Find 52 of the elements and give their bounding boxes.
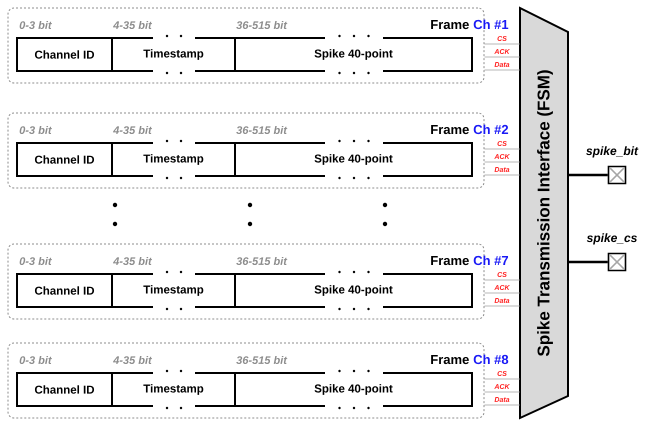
field-box: Timestamp: [111, 370, 236, 410]
node-label: Spike 40-point: [314, 384, 393, 395]
node-label: Spike 40-point: [314, 49, 393, 60]
frame-box: [8, 8, 508, 84]
output-pin: [586, 233, 637, 272]
frame-box: [8, 342, 508, 418]
field-box: Timestamp: [111, 270, 236, 310]
field-box: Channel ID: [16, 36, 113, 73]
wire: [568, 174, 608, 176]
node-label: Spike 40-point: [314, 285, 393, 296]
field-box: Channel ID: [16, 272, 113, 309]
signal-line: [484, 174, 520, 176]
bit-range-label: 4-35 bit: [113, 356, 152, 364]
bit-range-label: 36-515 bit: [236, 126, 288, 134]
bit-range-label: 36-515 bit: [236, 356, 288, 364]
wire: [568, 260, 608, 264]
frame-box: [8, 112, 508, 188]
node-label: Timestamp: [143, 285, 204, 296]
bit-range-label: 4-35 bit: [113, 20, 152, 30]
signal-line: [484, 148, 520, 150]
node-label: Timestamp: [143, 384, 204, 395]
field-box: Timestamp: [111, 34, 236, 74]
output-pin: [586, 146, 638, 184]
bit-range-label: 0-3 bit: [20, 126, 52, 134]
signal-line: [484, 378, 520, 380]
pin-label: spike_bit: [586, 146, 638, 158]
field-box: Spike 40-point: [234, 270, 473, 310]
node-label: Timestamp: [143, 154, 204, 165]
signal-line: [484, 56, 520, 58]
bit-range-label: 0-3 bit: [20, 256, 52, 266]
signal-line: [484, 404, 520, 406]
frame-title: Frame Ch #7: [431, 256, 508, 266]
frame-title: Frame Ch #8: [431, 354, 508, 364]
field-box: Timestamp: [111, 140, 236, 180]
field-box: Channel ID: [16, 371, 113, 408]
node-label: Timestamp: [143, 49, 204, 60]
bit-range-label: 36-515 bit: [236, 20, 288, 30]
frame-title: Frame Ch #1: [431, 20, 508, 30]
frame-box: [8, 244, 508, 320]
signal-line: [484, 292, 520, 294]
bit-range-label: 4-35 bit: [113, 126, 152, 134]
node-label: Spike 40-point: [314, 154, 393, 165]
bit-range-label: 0-3 bit: [20, 20, 52, 30]
bit-range-label: 0-3 bit: [20, 356, 52, 364]
field-box: Channel ID: [16, 141, 113, 178]
field-box: Spike 40-point: [234, 34, 473, 74]
pin-label: spike_cs: [586, 233, 637, 244]
field-box: Spike 40-point: [234, 370, 473, 410]
field-box: Spike 40-point: [234, 140, 473, 180]
bit-range-label: 4-35 bit: [113, 256, 152, 266]
bit-range-label: 36-515 bit: [236, 256, 288, 266]
frame-title: Frame Ch #2: [431, 124, 508, 134]
